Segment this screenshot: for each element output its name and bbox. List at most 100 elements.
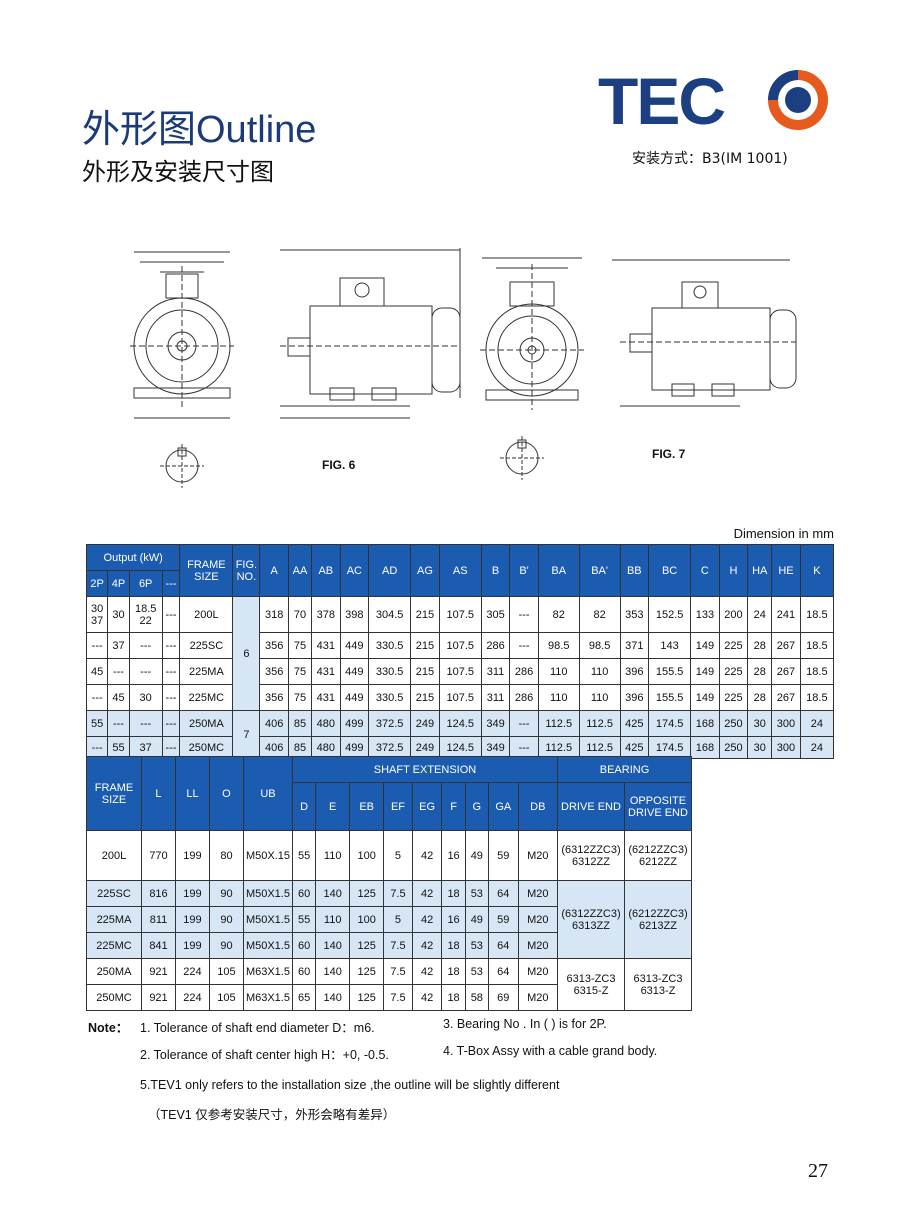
dimension-cell: 105 bbox=[208, 984, 244, 1011]
shaft-col-header: F bbox=[441, 782, 466, 831]
dimension-cell: 55 bbox=[291, 906, 317, 933]
dimension-cell: 149 bbox=[690, 658, 720, 685]
dimension-cell: 90 bbox=[208, 932, 244, 959]
dimension-cell: 28 bbox=[747, 658, 773, 685]
fig6-shaft-section bbox=[160, 444, 204, 488]
dimension-cell: 60 bbox=[291, 932, 317, 959]
dimension-cell: 7.5 bbox=[383, 932, 413, 959]
output-4p-cell: --- bbox=[107, 710, 130, 737]
output-6p-cell: --- bbox=[128, 658, 163, 685]
dimension-cell: M63X1.5 bbox=[242, 958, 293, 985]
dimension-cell: 149 bbox=[690, 632, 720, 659]
dimension-cell: 110 bbox=[315, 906, 351, 933]
dimension-cell: 5 bbox=[383, 906, 413, 933]
dimension-cell: 125 bbox=[349, 958, 385, 985]
dimension-cell: 24 bbox=[799, 710, 835, 737]
frame-size-cell: 250MA bbox=[179, 710, 234, 737]
bearing-col-header: DRIVE END bbox=[557, 782, 625, 831]
dim-header: HA bbox=[747, 544, 773, 597]
pole-header: 6P bbox=[128, 570, 163, 597]
dimension-cell: 396 bbox=[619, 658, 650, 685]
dim-header: B bbox=[480, 544, 511, 597]
shaft-extension-header: SHAFT EXTENSION bbox=[291, 756, 559, 783]
dimension-cell: 125 bbox=[349, 984, 385, 1011]
output-other-cell: --- bbox=[161, 684, 181, 711]
dimension-cell: 480 bbox=[311, 710, 341, 737]
dimension-cell: 816 bbox=[141, 880, 176, 907]
dimension-cell: 356 bbox=[259, 684, 289, 711]
pole-header: 2P bbox=[85, 570, 109, 597]
dimension-cell: 267 bbox=[771, 684, 801, 711]
dimension-cell: 199 bbox=[174, 932, 210, 959]
dimension-cell: 53 bbox=[464, 880, 489, 907]
dimension-cell: --- bbox=[509, 710, 539, 737]
shaft-col-header: EG bbox=[411, 782, 443, 831]
output-other-cell: --- bbox=[161, 736, 181, 759]
dimension-cell: 24 bbox=[799, 736, 835, 759]
dimension-cell: 378 bbox=[311, 596, 341, 633]
bearing-col-header: OPPOSITE DRIVE END bbox=[624, 782, 692, 831]
dimension-cell: 330.5 bbox=[368, 684, 412, 711]
dim-header: AD bbox=[368, 544, 412, 597]
note-3: 3. Bearing No . In ( ) is for 2P. bbox=[443, 1017, 607, 1031]
dimension-cell: 431 bbox=[311, 684, 341, 711]
dimension-cell: 250 bbox=[718, 736, 749, 759]
dimension-cell: 7.5 bbox=[383, 958, 413, 985]
dimension-cell: 304.5 bbox=[368, 596, 412, 633]
dimension-cell: 224 bbox=[174, 984, 210, 1011]
dim-header: AS bbox=[438, 544, 482, 597]
dimension-cell: 98.5 bbox=[537, 632, 580, 659]
fig6-front-view bbox=[130, 251, 234, 419]
dimension-cell: 249 bbox=[410, 710, 440, 737]
dimension-cell: 59 bbox=[487, 906, 519, 933]
shaft-col-header: D bbox=[291, 782, 317, 831]
dimension-cell: 305 bbox=[480, 596, 511, 633]
dimension-cell: 353 bbox=[619, 596, 650, 633]
dim-header: C bbox=[690, 544, 720, 597]
dimension-cell: 82 bbox=[578, 596, 621, 633]
note-2: 2. Tolerance of shaft center high H：+0, … bbox=[140, 1048, 389, 1062]
dimension-cell: M63X1.5 bbox=[242, 984, 293, 1011]
bearing-header: BEARING bbox=[557, 756, 692, 783]
dimension-cell: 425 bbox=[619, 736, 650, 759]
fig7-shaft-section bbox=[500, 436, 544, 480]
dimension-cell: 53 bbox=[464, 932, 489, 959]
dimension-cell: 215 bbox=[410, 632, 440, 659]
dimension-cell: M50X.15 bbox=[242, 830, 293, 881]
bearing-drive-end-cell: 6313-ZC3 6315-Z bbox=[557, 958, 625, 1011]
dimension-cell: 110 bbox=[315, 830, 351, 881]
dimension-cell: 140 bbox=[315, 958, 351, 985]
dimension-cell: 110 bbox=[578, 658, 621, 685]
dimension-cell: 53 bbox=[464, 958, 489, 985]
dimension-cell: 49 bbox=[464, 906, 489, 933]
output-2p-cell: --- bbox=[85, 684, 109, 711]
outline-drawings bbox=[130, 248, 797, 488]
dimension-cell: 59 bbox=[487, 830, 519, 881]
output-4p-cell: 45 bbox=[107, 684, 130, 711]
dimension-cell: 267 bbox=[771, 632, 801, 659]
dimension-cell: M50X1.5 bbox=[242, 906, 293, 933]
frame-size-cell: 250MA bbox=[86, 958, 142, 985]
dimension-cell: 199 bbox=[174, 830, 210, 881]
dimension-cell: 431 bbox=[311, 632, 341, 659]
dimension-cell: 286 bbox=[509, 658, 539, 685]
dimension-cell: 7.5 bbox=[383, 880, 413, 907]
dimension-cell: M20 bbox=[517, 830, 559, 881]
note-5: 5.TEV1 only refers to the installation s… bbox=[140, 1078, 560, 1092]
output-6p-cell: 37 bbox=[128, 736, 163, 759]
shaft-col-header: GA bbox=[487, 782, 519, 831]
dimension-cell: 60 bbox=[291, 958, 317, 985]
frame-size-header: FRAME SIZE bbox=[179, 544, 234, 597]
dimension-cell: 215 bbox=[410, 596, 440, 633]
dimension-cell: 64 bbox=[487, 932, 519, 959]
dimension-cell: 200 bbox=[718, 596, 749, 633]
dimension-cell: 406 bbox=[259, 736, 289, 759]
dimension-cell: 286 bbox=[480, 632, 511, 659]
dimension-cell: 18 bbox=[441, 880, 466, 907]
dimension-cell: 371 bbox=[619, 632, 650, 659]
